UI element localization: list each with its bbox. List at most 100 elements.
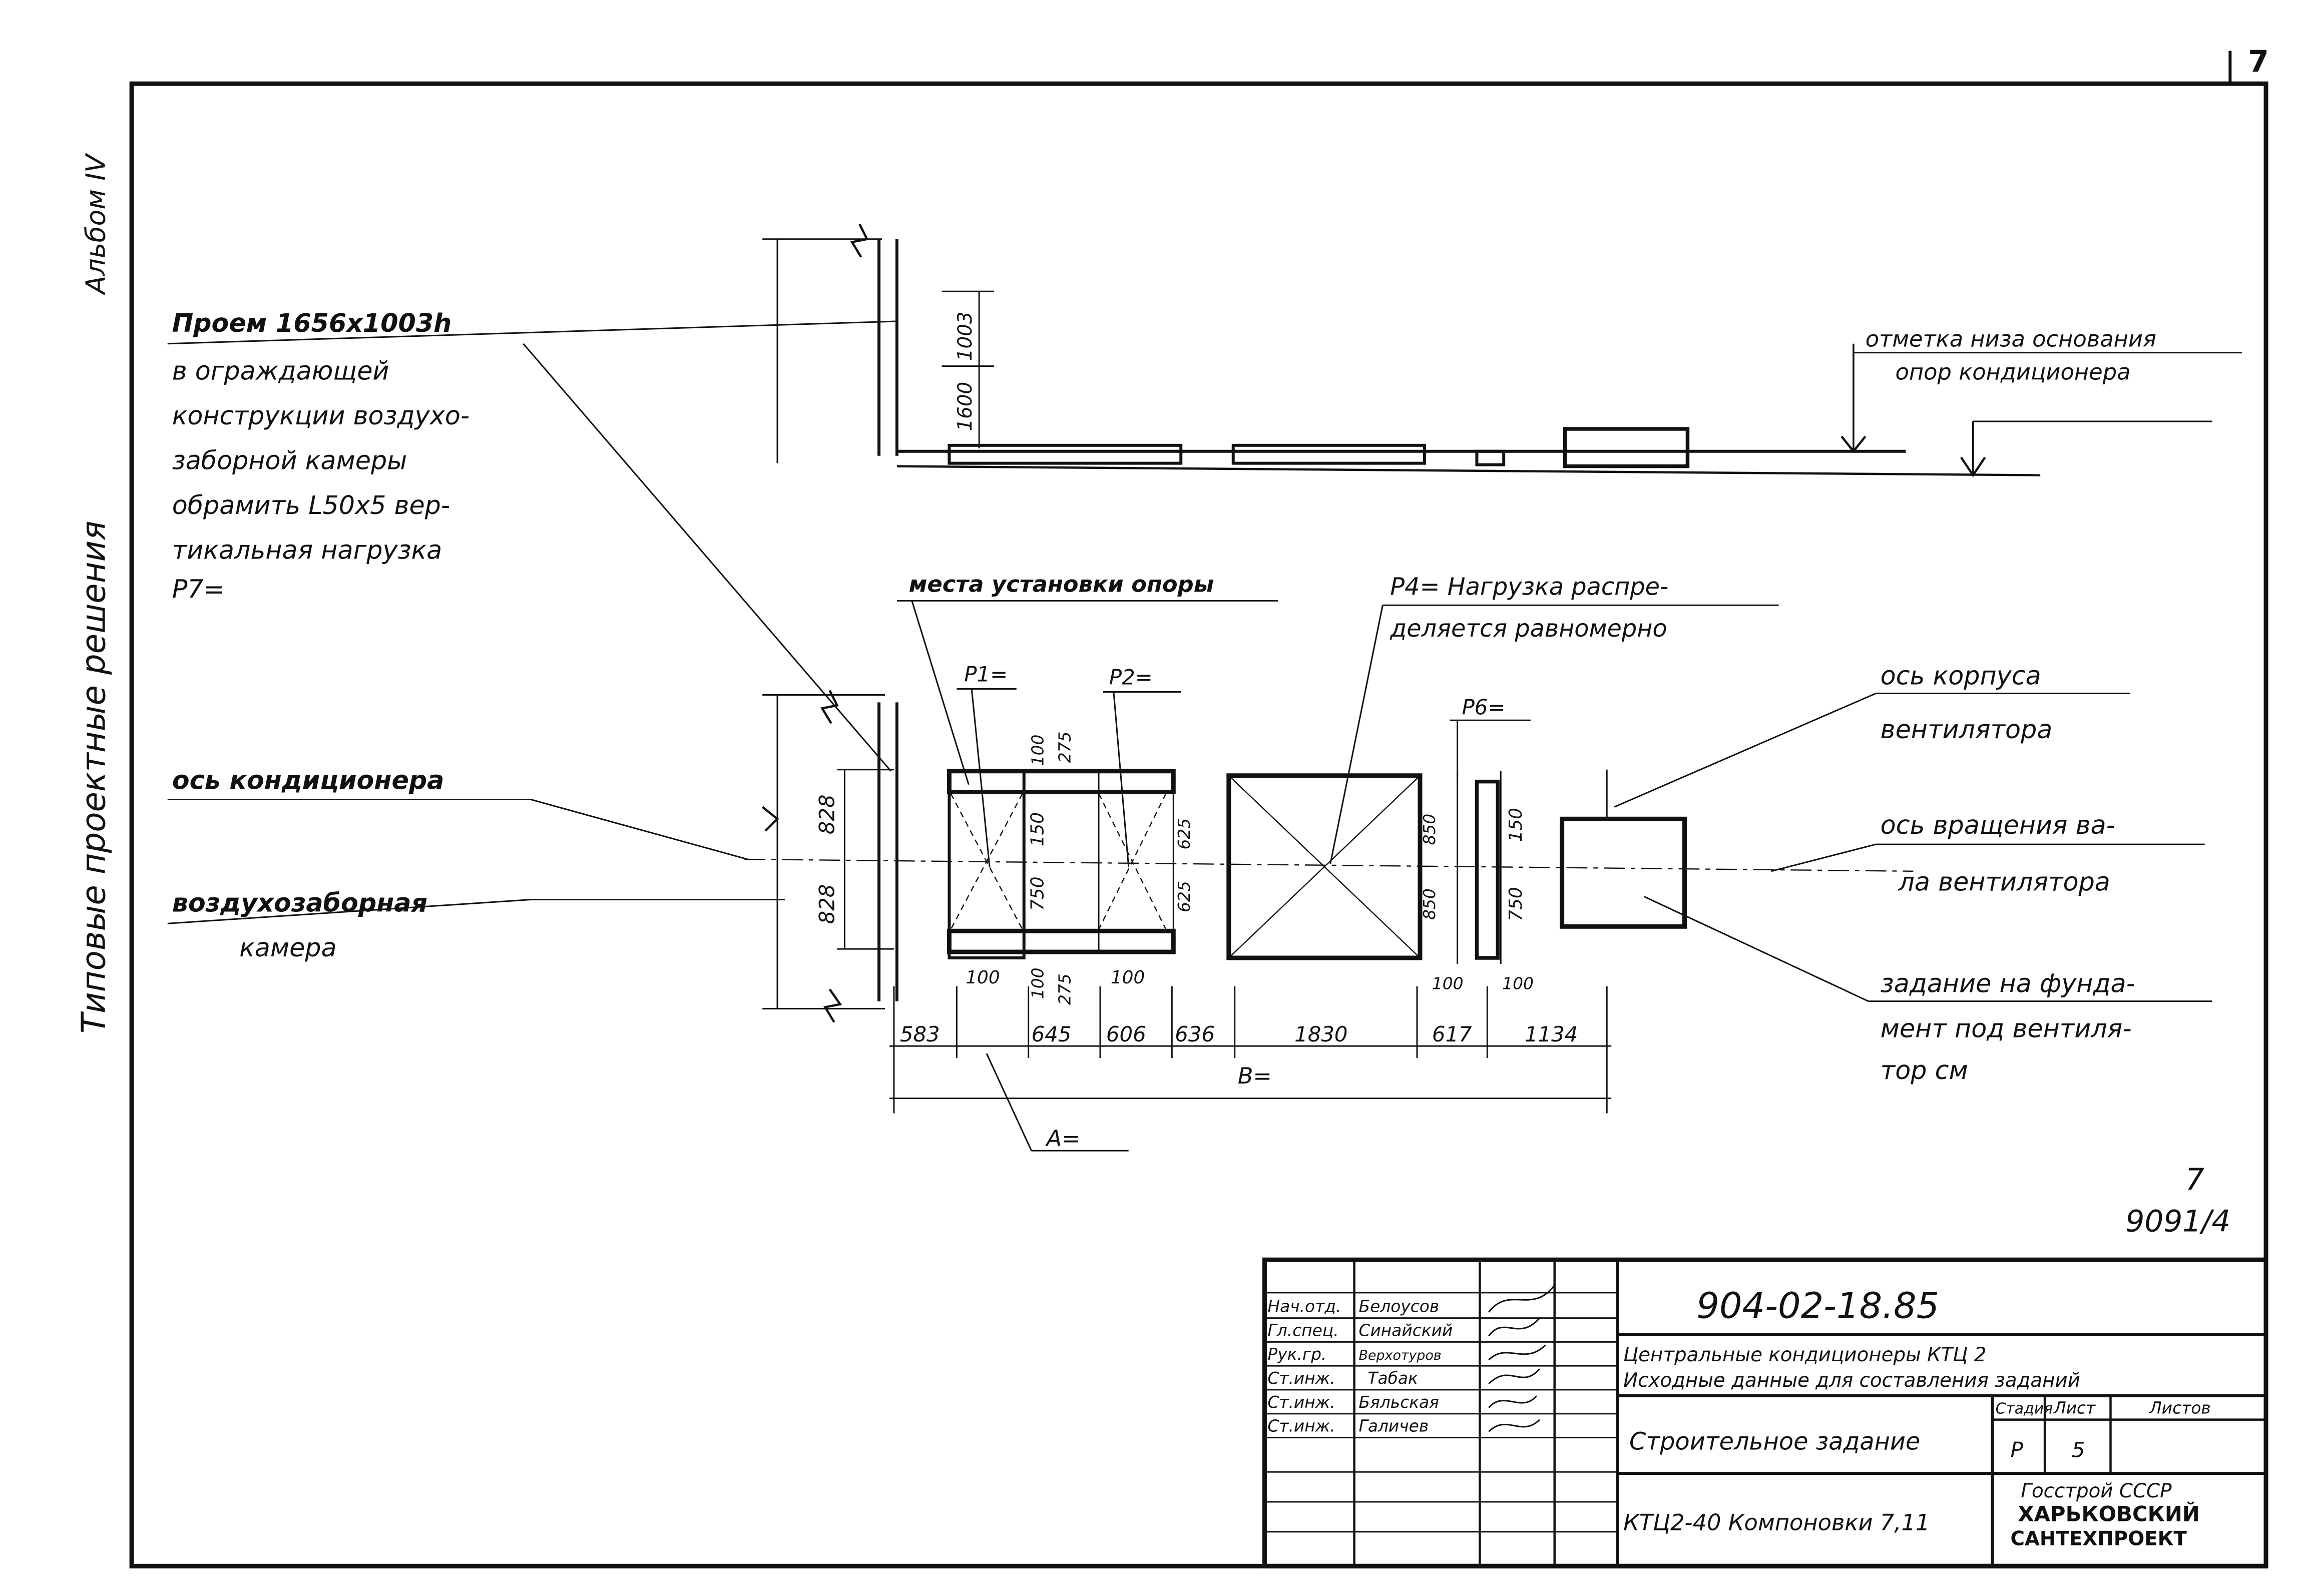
tb-role-4: Ст.инж.	[1267, 1369, 1335, 1388]
intake-chamber-note-line2: камера	[239, 933, 337, 962]
tb-role-6: Ст.инж.	[1267, 1417, 1335, 1436]
p4-note-leader	[1329, 605, 1384, 864]
fan-shaft-axis-leader	[1771, 843, 1877, 872]
base-level-note-line1: отметка низа основания	[1866, 326, 2156, 352]
load-p1-leader	[971, 689, 991, 867]
conditioner-axis-leader-b	[530, 799, 748, 860]
conditioner-axis-note: ось кондиционера	[172, 766, 444, 795]
opening-note-line6: P7=	[172, 574, 225, 604]
tb-subtitle: КТЦ2-40 Компоновки 7,11	[1623, 1509, 1930, 1536]
intake-chamber-note-line1: воздухозаборная	[172, 888, 427, 917]
support-places-leader	[911, 600, 970, 785]
tb-role-5: Ст.инж.	[1267, 1393, 1335, 1412]
s4-dim-850-a: 850	[1420, 814, 1439, 845]
chain-dim-636: 636	[1175, 1022, 1215, 1046]
fan-foundation-leader	[1644, 896, 1869, 1002]
tb-role-3: Рук.гр.	[1267, 1345, 1326, 1364]
opening-note-line4: обрамить L50х5 вер-	[172, 490, 450, 520]
tb-title-line2: Исходные данные для составления заданий	[1623, 1369, 2080, 1392]
fan-shaft-axis-line2: ла вентилятора	[1898, 867, 2110, 897]
tb-role-2: Гл.спец.	[1267, 1321, 1338, 1340]
plan-view	[744, 690, 1914, 1152]
p4-note-line1: P4= Нагрузка распре-	[1390, 573, 1668, 601]
load-p1: P1=	[964, 662, 1008, 687]
tb-title-line1: Центральные кондиционеры КТЦ 2	[1623, 1344, 1986, 1366]
opening-note-underline	[167, 320, 897, 345]
p4-note-line2: деляется равномерно	[1390, 615, 1667, 643]
f1-dim-750: 750	[1028, 876, 1048, 910]
opening-note-title: Проем 1656х1003h	[172, 308, 452, 338]
support-places-note: места установки опоры	[909, 571, 1214, 597]
tb-sheet-title: Строительное задание	[1629, 1428, 1920, 1455]
s4-dim-850-b: 850	[1420, 888, 1439, 920]
opening-note-line1: в ограждающей	[172, 356, 389, 385]
tb-sheet-header: Лист	[2053, 1399, 2096, 1418]
fan-body-axis-leader	[1614, 693, 1877, 808]
fan-body-axis-line2: вентилятора	[1881, 715, 2053, 744]
base-level-note-line2: опор кондиционера	[1896, 358, 2131, 385]
load-p2: P2=	[1109, 665, 1153, 690]
chain-dim-617: 617	[1432, 1022, 1472, 1046]
series-label: Типовые проектные решения	[75, 520, 113, 1033]
section-dim-1003: 1003	[954, 311, 977, 361]
fan-foundation-line2: мент под вентиля-	[1881, 1013, 2132, 1043]
f1-dim-100-top: 100	[1029, 735, 1048, 766]
s4-dim-100-b: 100	[1502, 974, 1534, 993]
fan-body-axis-line1: ось корпуса	[1881, 661, 2041, 691]
album-label: Альбом IV	[80, 153, 111, 295]
tb-org-line1: Госстрой СССР	[2021, 1480, 2172, 1502]
tb-name-5: Бяльская	[1359, 1393, 1439, 1412]
load-p2-leader	[1113, 692, 1130, 867]
f2-dim-100-w: 100	[1111, 967, 1145, 988]
chain-dim-1134: 1134	[1525, 1022, 1578, 1046]
tb-sheet: 5	[2072, 1437, 2085, 1462]
tb-sheets-header: Листов	[2149, 1399, 2211, 1418]
f1-dim-275-bot: 275	[1055, 973, 1074, 1005]
sheet-number: 7	[2248, 45, 2269, 79]
s4-dim-100-a: 100	[1432, 974, 1464, 993]
f2-dim-625-a: 625	[1175, 818, 1194, 850]
tb-stage-header: Стадия	[1996, 1400, 2053, 1418]
f1-dim-100-bot: 100	[1029, 967, 1048, 999]
tb-name-3: Верхотуров	[1359, 1348, 1442, 1363]
f2-dim-625-b: 625	[1175, 881, 1194, 912]
sheet-ref-code: 9091/4	[2125, 1204, 2230, 1239]
f1-dim-150: 150	[1028, 812, 1048, 846]
opening-note-line3: заборной камеры	[172, 446, 407, 475]
section-view	[762, 223, 2242, 477]
s4-dim-150: 150	[1506, 808, 1526, 842]
tb-stage: Р	[2010, 1437, 2023, 1462]
tb-designation: 904-02-18.85	[1696, 1285, 1939, 1327]
fan-foundation-line3: тор см	[1881, 1055, 1968, 1085]
load-a: A=	[1045, 1125, 1080, 1152]
chain-dim-1830: 1830	[1294, 1022, 1347, 1046]
tb-org-line3: САНТЕХПРОЕКТ	[2010, 1527, 2187, 1550]
load-b: B=	[1238, 1062, 1272, 1089]
chain-dim-606: 606	[1106, 1022, 1146, 1046]
tb-name-2: Синайский	[1359, 1321, 1453, 1340]
opening-leader	[523, 343, 892, 772]
tb-name-4: Табак	[1367, 1369, 1418, 1388]
opening-note-line2: конструкции воздухо-	[172, 401, 470, 430]
tb-name-1: Белоусов	[1359, 1297, 1440, 1316]
section-dim-1600: 1600	[954, 382, 977, 431]
left-dim-828-a: 828	[814, 794, 839, 834]
sheet-ref-number: 7	[2185, 1163, 2204, 1197]
load-p6: P6=	[1462, 695, 1506, 719]
tb-org-line2: ХАРЬКОВСКИЙ	[2018, 1501, 2199, 1526]
f1-dim-275-top: 275	[1055, 732, 1074, 763]
tb-name-6: Галичев	[1359, 1417, 1429, 1436]
title-block	[1262, 1257, 2268, 1568]
tb-role-1: Нач.отд.	[1267, 1297, 1341, 1316]
left-dim-828-b: 828	[814, 884, 839, 924]
intake-chamber-leader	[167, 899, 531, 924]
fan-shaft-axis-line1: ось вращения ва-	[1881, 810, 2115, 840]
sheet-frame	[129, 81, 2268, 1568]
s4-dim-750: 750	[1506, 887, 1526, 921]
chain-dim-583: 583	[900, 1022, 940, 1046]
opening-note-line5: тикальная нагрузка	[172, 536, 442, 565]
fan-foundation-line1: задание на фунда-	[1881, 969, 2135, 998]
f1-dim-100-w: 100	[966, 967, 1000, 988]
chain-dim-645: 645	[1032, 1022, 1072, 1046]
